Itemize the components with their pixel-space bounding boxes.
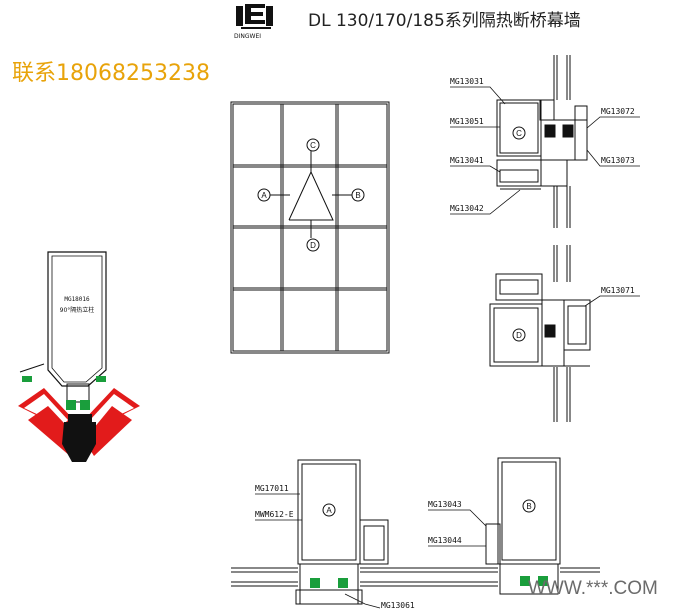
- svg-text:D: D: [310, 241, 316, 250]
- part-label-mg13061: MG13061: [381, 601, 415, 610]
- part-label-mwm612-e: MWM612-E: [255, 510, 294, 519]
- part-label-mg13041: MG13041: [450, 156, 484, 165]
- dingwei-logo-icon: DINGWEI: [234, 4, 273, 40]
- corner-profile-sub: 90°隔热立柱: [60, 306, 95, 314]
- plan-left-detail: [231, 459, 420, 605]
- plan-left-marker: A: [322, 503, 336, 517]
- svg-text:B: B: [526, 502, 531, 511]
- corner-profile-label: MG18016: [64, 296, 90, 303]
- part-label-mg13072: MG13072: [601, 107, 635, 116]
- elevation-marker-b: B: [351, 188, 365, 202]
- part-label-mg13031: MG13031: [450, 77, 484, 86]
- part-label-mg13073: MG13073: [601, 156, 635, 165]
- company-logo: DINGWEI: [233, 0, 293, 42]
- section-lower-detail: [489, 245, 591, 422]
- plan-right-marker: B: [522, 499, 536, 513]
- section-upper-marker: C: [512, 126, 526, 140]
- elevation-marker-d: D: [306, 238, 320, 252]
- section-lower-marker: D: [512, 328, 526, 342]
- part-label-mg13071: MG13071: [601, 286, 635, 295]
- part-label-mg13044: MG13044: [428, 536, 462, 545]
- part-label-mg13042: MG13042: [450, 204, 484, 213]
- part-label-mg17011: MG17011: [255, 484, 289, 493]
- svg-text:A: A: [261, 191, 267, 200]
- elevation-grid: [230, 101, 390, 354]
- corner-mullion-section: [18, 251, 140, 462]
- contact-phone: 联系18068253238: [12, 61, 210, 86]
- section-upper-detail: [496, 55, 588, 228]
- svg-text:C: C: [310, 141, 316, 150]
- elevation-marker-c: C: [306, 138, 320, 152]
- logo-text: DINGWEI: [234, 33, 261, 40]
- page-title: DL 130/170/185系列隔热断桥幕墙: [308, 11, 581, 31]
- plan-right-detail: [420, 457, 600, 595]
- svg-text:B: B: [355, 191, 360, 200]
- elevation-marker-a: A: [257, 188, 271, 202]
- svg-text:A: A: [326, 506, 332, 515]
- svg-text:C: C: [516, 129, 522, 138]
- watermark-text: WWW.***.COM: [528, 578, 658, 599]
- part-label-mg13051: MG13051: [450, 117, 484, 126]
- svg-text:D: D: [516, 331, 522, 340]
- part-label-mg13043: MG13043: [428, 500, 462, 509]
